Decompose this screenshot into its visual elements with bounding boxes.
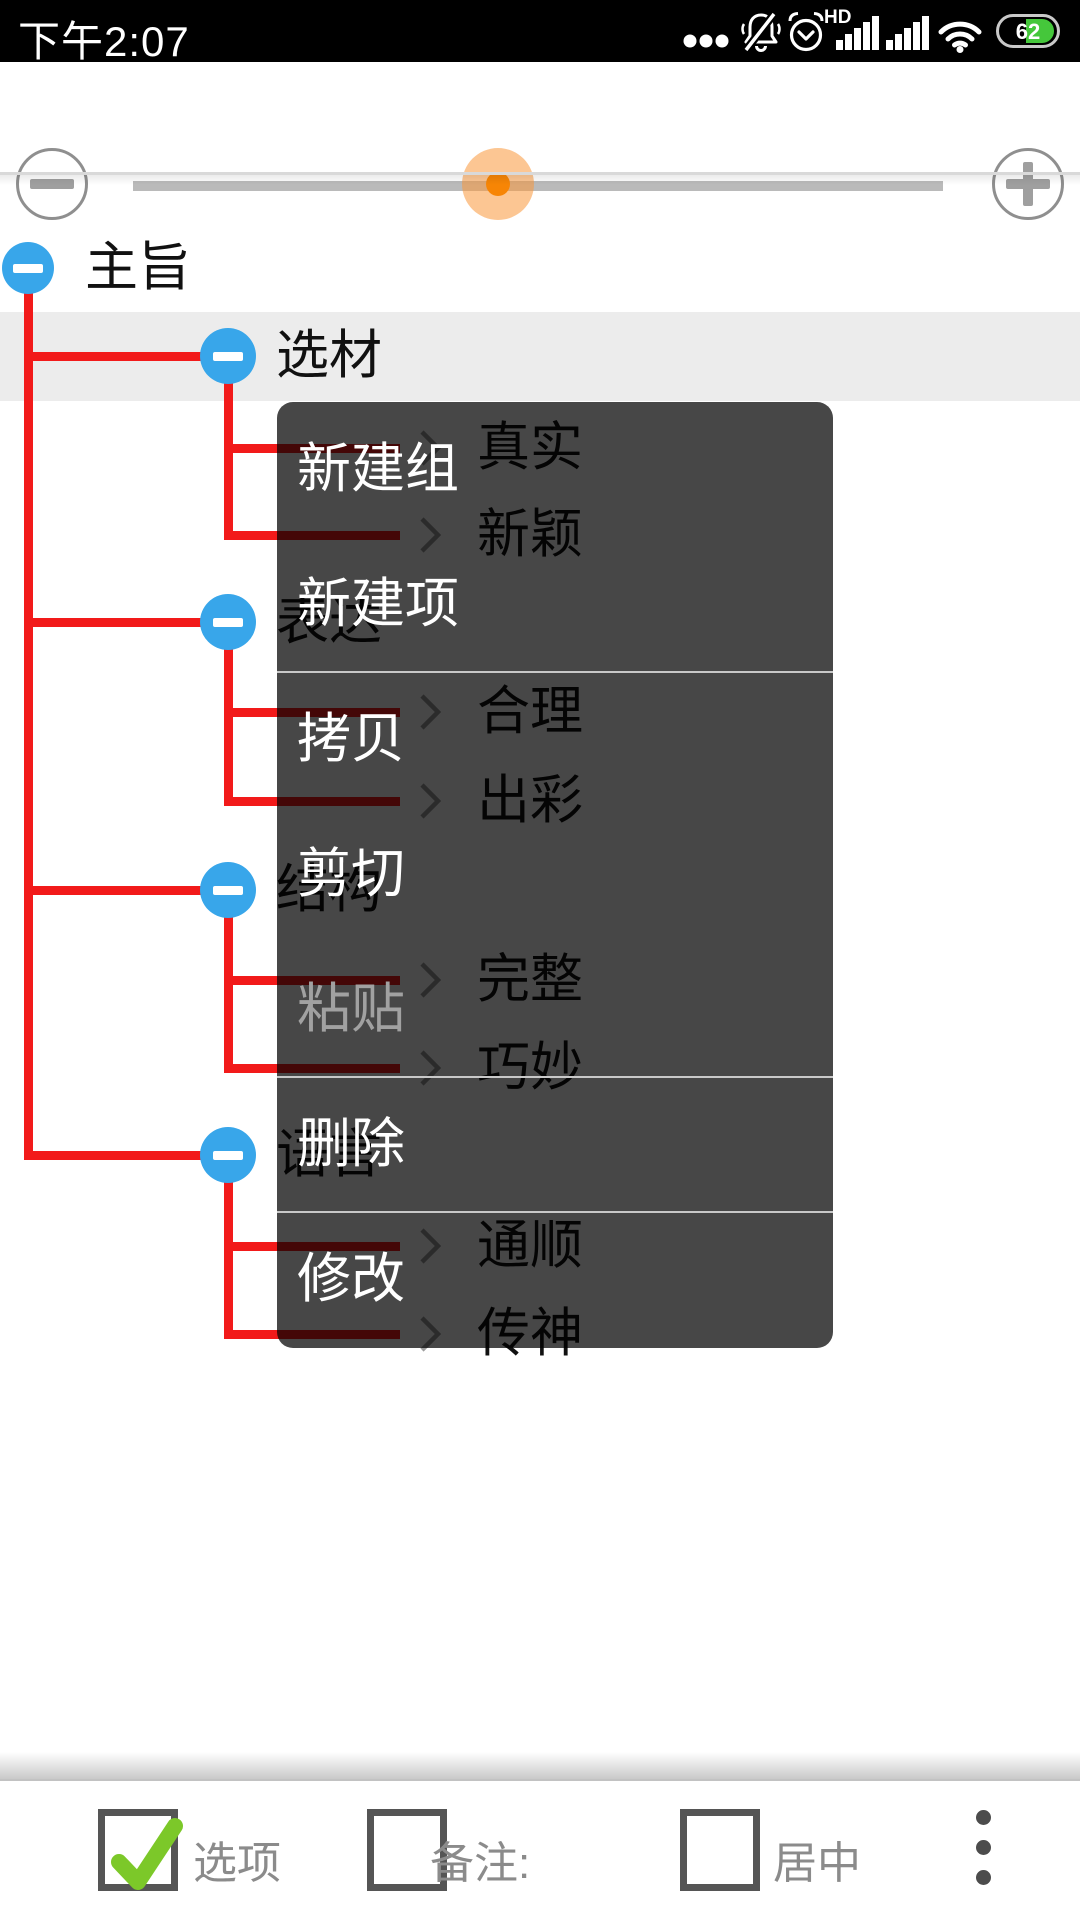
collapse-toggle[interactable] [200,1127,256,1183]
alarm-clock-icon [788,12,824,52]
more-dots-icon [683,34,729,48]
signal-icon [886,16,929,50]
minus-icon [30,179,74,189]
slider-thumb-dot [485,172,510,196]
zoom-in-button[interactable] [992,148,1064,220]
menu-item-new-item[interactable]: 新建项 [297,574,459,634]
note-label: 备注: [430,1839,531,1888]
battery-percent-label: 62 [1016,19,1040,44]
checkbox-note[interactable] [367,1809,447,1891]
menu-divider [277,1211,833,1213]
menu-item-cut[interactable]: 剪切 [297,844,405,904]
checkbox-center[interactable] [680,1809,760,1891]
menu-item-modify[interactable]: 修改 [297,1249,405,1309]
context-menu: 新建组新建项拷贝剪切粘贴删除修改 [277,402,833,1348]
tree-node-label[interactable]: 选材 [276,326,382,385]
tree-node-label[interactable]: 主旨 [85,238,191,297]
zoom-slider-thumb[interactable] [461,148,534,220]
menu-divider [277,671,833,673]
tree-connector-line [24,1151,224,1160]
menu-item-new-group[interactable]: 新建组 [297,439,459,499]
collapse-toggle[interactable] [200,594,256,650]
tree-connector-line [24,352,224,361]
menu-item-delete[interactable]: 删除 [297,1114,405,1174]
menu-divider [277,1076,833,1078]
tree-connector-line [24,886,224,895]
tree-connector-line [24,618,224,627]
clock-label: 下午2:07 [18,18,190,65]
bottom-toolbar: 选项 备注: 居中 [0,1781,1080,1920]
collapse-toggle[interactable] [2,242,54,294]
zoom-slider-track[interactable] [133,181,943,191]
tree-connector-line [24,268,33,1160]
hd-signal-icon: HD [824,7,879,50]
menu-item-paste: 粘贴 [297,979,405,1039]
battery-icon: 62 [996,14,1060,48]
menu-item-copy[interactable]: 拷贝 [297,709,405,769]
minus-icon [213,885,243,895]
overflow-menu-button[interactable] [976,1810,992,1900]
center-label: 居中 [773,1839,861,1888]
hd-label: HD [824,7,851,28]
zoom-bar [0,62,1080,220]
wifi-icon [938,21,982,53]
options-label: 选项 [193,1839,281,1888]
status-bar: 下午2:07 HD [0,0,1080,65]
collapse-toggle[interactable] [200,328,256,384]
bell-muted-icon [741,11,781,53]
zoom-out-button[interactable] [16,148,88,220]
checkbox-options[interactable] [98,1809,183,1891]
kebab-icon [976,1810,991,1825]
toolbar-divider [0,172,1080,175]
check-icon [111,1818,183,1890]
minus-icon [13,263,43,273]
minus-icon [213,617,243,627]
minus-icon [213,1150,243,1160]
collapse-toggle[interactable] [200,862,256,918]
minus-icon [213,351,243,361]
